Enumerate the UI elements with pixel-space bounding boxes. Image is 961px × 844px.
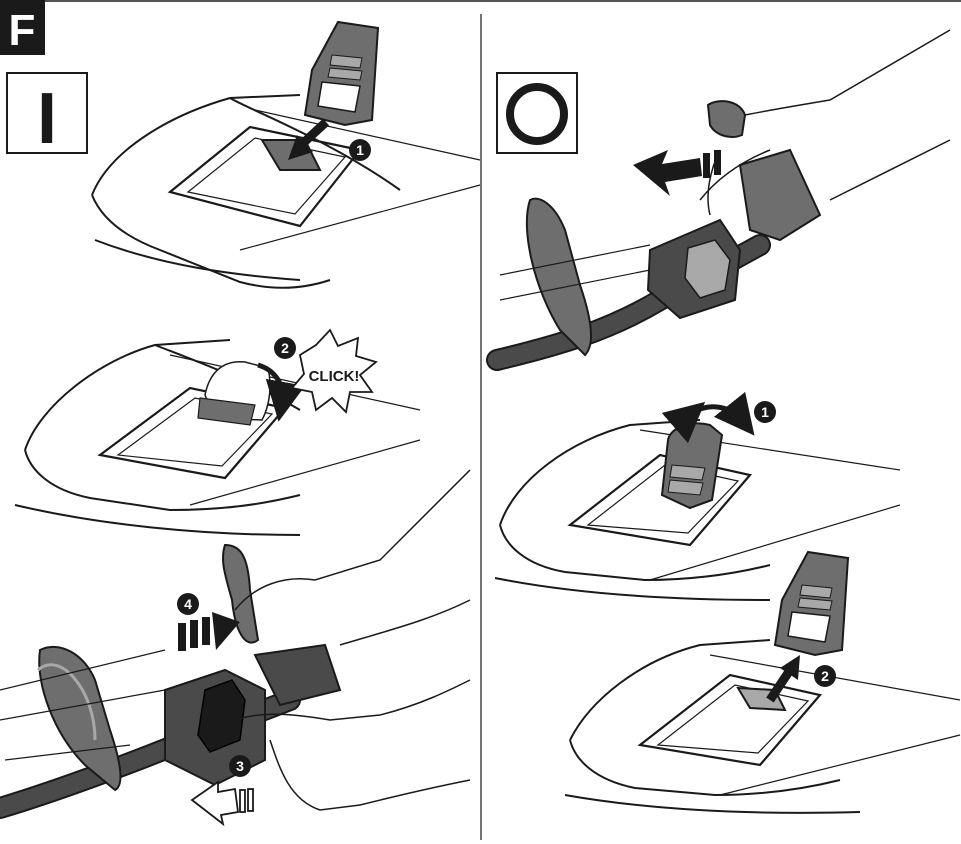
- svg-text:4: 4: [184, 596, 192, 612]
- battery-pack-icon: [305, 22, 378, 125]
- right-mode-box: [497, 73, 577, 153]
- right-scene-3: [565, 640, 960, 813]
- battery-pack-removed-icon: [775, 552, 848, 655]
- battery-pack-tilted-icon: [662, 423, 722, 508]
- power-button-icon: [198, 680, 245, 752]
- left-mode-symbol: I: [37, 79, 57, 159]
- outline-arrow-icon: [192, 782, 253, 824]
- section-letter: F: [9, 6, 36, 55]
- left-mode-box: I: [7, 73, 87, 159]
- push-arrow-icon: [178, 612, 240, 651]
- svg-text:1: 1: [356, 142, 364, 158]
- left-step-3-badge: 3: [229, 755, 251, 777]
- svg-text:1: 1: [761, 404, 769, 420]
- svg-text:2: 2: [281, 340, 289, 356]
- left-step-1-badge: 1: [349, 139, 371, 161]
- click-callout: CLICK!: [292, 330, 376, 412]
- left-step-2-badge: 2: [274, 337, 296, 359]
- click-callout-text: CLICK!: [309, 368, 360, 385]
- left-scene-1: [92, 95, 480, 288]
- right-step-1-badge: 1: [754, 401, 776, 423]
- left-step-4-badge: 4: [177, 593, 199, 615]
- svg-text:2: 2: [821, 668, 829, 684]
- svg-text:3: 3: [236, 758, 244, 774]
- section-badge: F: [0, 0, 45, 55]
- battery-pack-latched-icon: [198, 362, 270, 425]
- lift-arrow-icon: [770, 655, 800, 700]
- right-step-2-badge: 2: [814, 665, 836, 687]
- tilt-arrow-icon: [690, 407, 742, 420]
